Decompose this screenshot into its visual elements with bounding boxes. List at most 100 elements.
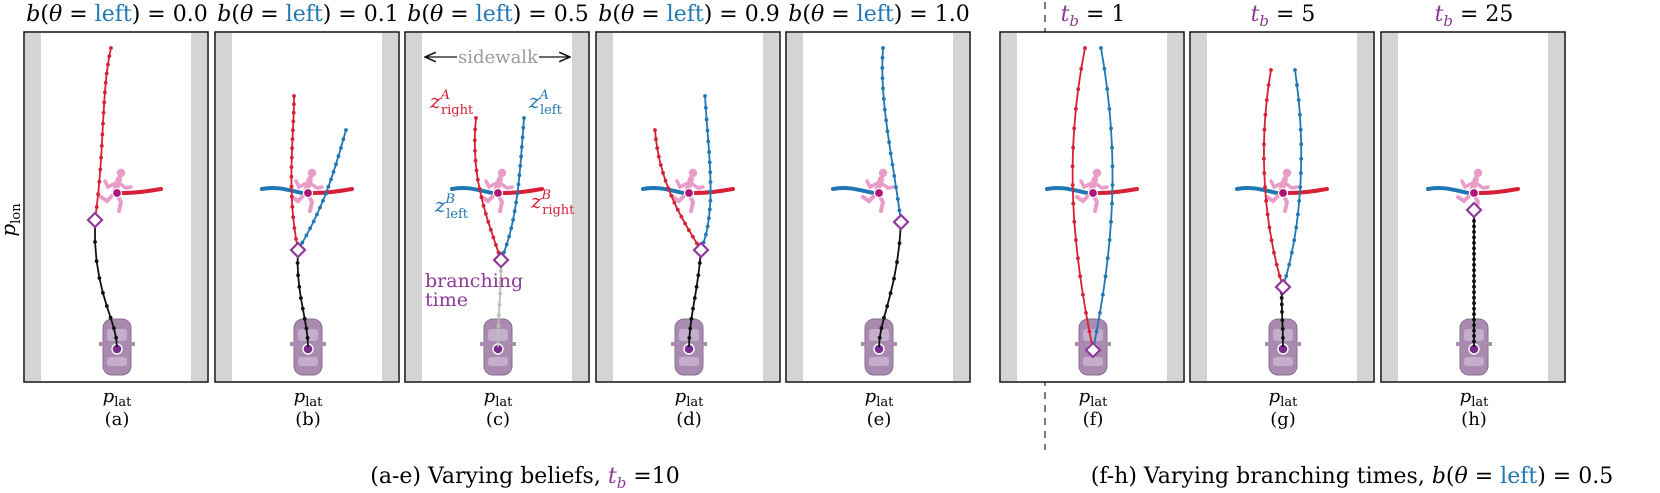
trajectory-right-point bbox=[1072, 126, 1077, 131]
trajectory-right-point bbox=[1074, 107, 1078, 111]
sidewalk-left bbox=[1191, 33, 1207, 381]
trajectory-right-point bbox=[687, 228, 691, 233]
trajectory-right-point bbox=[291, 119, 296, 124]
trajectory-right-point bbox=[292, 226, 297, 230]
panel-title: tb = 25 bbox=[1435, 2, 1514, 30]
trunk-trajectory-point bbox=[94, 259, 99, 263]
trunk-trajectory-point bbox=[498, 280, 503, 285]
trunk-trajectory-point bbox=[1472, 284, 1476, 289]
trunk-trajectory-point bbox=[1472, 328, 1476, 333]
trajectory-left-point bbox=[1287, 262, 1292, 267]
sidewalk-right bbox=[953, 33, 969, 381]
trunk-trajectory-point bbox=[1279, 302, 1284, 307]
sidewalk-right bbox=[1357, 33, 1373, 381]
trunk-trajectory-point bbox=[101, 291, 105, 295]
trunk-trajectory-point bbox=[1472, 290, 1476, 295]
trajectory-right-point bbox=[1071, 201, 1076, 206]
trunk-trajectory-point bbox=[1472, 251, 1476, 256]
trajectory-left-point bbox=[518, 164, 523, 168]
trajectory-right-point bbox=[1262, 142, 1266, 147]
trunk-trajectory-point bbox=[114, 335, 118, 340]
trajectory-left-point bbox=[708, 170, 713, 175]
panel-caption: (a) bbox=[105, 409, 130, 430]
pedestrian-position bbox=[111, 187, 123, 199]
trajectory-right-point bbox=[473, 127, 477, 132]
trajectory-right-point bbox=[477, 186, 482, 191]
trajectory-right-point bbox=[1263, 185, 1267, 190]
trajectory-right-point bbox=[292, 102, 296, 107]
trajectory-right-point bbox=[1265, 212, 1270, 217]
trunk-trajectory-point bbox=[888, 291, 893, 296]
trunk-trajectory-point bbox=[299, 296, 303, 300]
trajectory-left-point bbox=[890, 162, 895, 167]
trunk-trajectory-point bbox=[108, 315, 113, 320]
trunk-trajectory-point bbox=[1472, 241, 1476, 245]
trajectory-right-point bbox=[472, 138, 477, 143]
panel-title: b(θ = left) = 0.0 bbox=[26, 2, 207, 27]
trajectory-right-point bbox=[289, 174, 294, 179]
trunk-trajectory-point bbox=[1472, 301, 1476, 306]
trajectory-left-point bbox=[1299, 142, 1304, 147]
trunk-trajectory-point bbox=[1280, 310, 1284, 314]
trajectory-left-point bbox=[880, 66, 885, 70]
trunk-trajectory-point bbox=[885, 304, 890, 308]
trajectory-left-point bbox=[704, 117, 709, 122]
trajectory-right-point bbox=[1084, 311, 1088, 315]
sidewalk-left bbox=[25, 33, 41, 381]
branching-time-label-2: time bbox=[425, 289, 468, 311]
trajectory-left-point bbox=[894, 185, 898, 190]
trunk-trajectory bbox=[296, 249, 309, 348]
pedestrian-path-right bbox=[312, 187, 354, 195]
branching-point-diamond bbox=[1084, 341, 1102, 359]
trunk-trajectory-point bbox=[1472, 262, 1476, 267]
trajectory-left-point bbox=[329, 177, 333, 182]
trunk-trajectory-point bbox=[498, 291, 502, 296]
trajectory-left-point bbox=[1110, 201, 1114, 206]
trajectory-left-point bbox=[1098, 311, 1102, 315]
trajectory-left-point bbox=[1101, 292, 1105, 297]
trajectory-left-point bbox=[1110, 164, 1115, 169]
x-axis-label: plat bbox=[1460, 386, 1489, 410]
panel-caption: (c) bbox=[486, 409, 510, 430]
trajectory-left-point bbox=[703, 94, 707, 98]
pedestrian-position bbox=[1468, 187, 1480, 199]
trajectory-left-point bbox=[334, 162, 338, 167]
trajectory-left-point bbox=[516, 182, 521, 187]
pedestrian-position bbox=[1087, 187, 1099, 199]
trajectory-right-point bbox=[103, 90, 107, 95]
panel-caption: (b) bbox=[295, 409, 321, 430]
trajectory-left-point bbox=[331, 170, 336, 174]
trunk-trajectory-point bbox=[499, 269, 503, 274]
pedestrian-path-right bbox=[1478, 187, 1520, 195]
trajectory-right-point bbox=[289, 184, 294, 189]
trajectory-right-point bbox=[669, 193, 674, 198]
trajectory-right-point bbox=[107, 54, 112, 58]
trajectory-right-point bbox=[653, 128, 657, 132]
panel-caption: (e) bbox=[867, 409, 892, 430]
trajectory-left-point bbox=[300, 240, 305, 245]
pedestrian-position bbox=[302, 187, 314, 199]
trajectory-left-point bbox=[895, 197, 900, 201]
pedestrian-path-left bbox=[641, 185, 685, 195]
trajectory-left-point bbox=[888, 151, 893, 156]
trajectory-left-point bbox=[1295, 83, 1299, 87]
trunk-trajectory-point bbox=[1279, 296, 1284, 300]
trajectory-left-point bbox=[881, 46, 885, 50]
trajectory-left-point bbox=[502, 250, 506, 255]
pedestrian-path-right bbox=[502, 187, 544, 195]
trunk-trajectory-point bbox=[1472, 317, 1476, 322]
pedestrian-path-right bbox=[1097, 187, 1139, 195]
trunk-trajectory-point bbox=[1280, 318, 1285, 322]
pedestrian-path-left bbox=[1045, 185, 1089, 195]
trajectory-right-point bbox=[1074, 238, 1078, 242]
trajectory-left-point bbox=[1298, 112, 1302, 117]
trajectory-right-point bbox=[290, 204, 295, 209]
trajectory-left-point bbox=[1293, 68, 1297, 72]
trajectory-left-point bbox=[517, 173, 522, 178]
trunk-trajectory-point bbox=[879, 326, 884, 331]
trunk-trajectory-point bbox=[691, 306, 695, 311]
